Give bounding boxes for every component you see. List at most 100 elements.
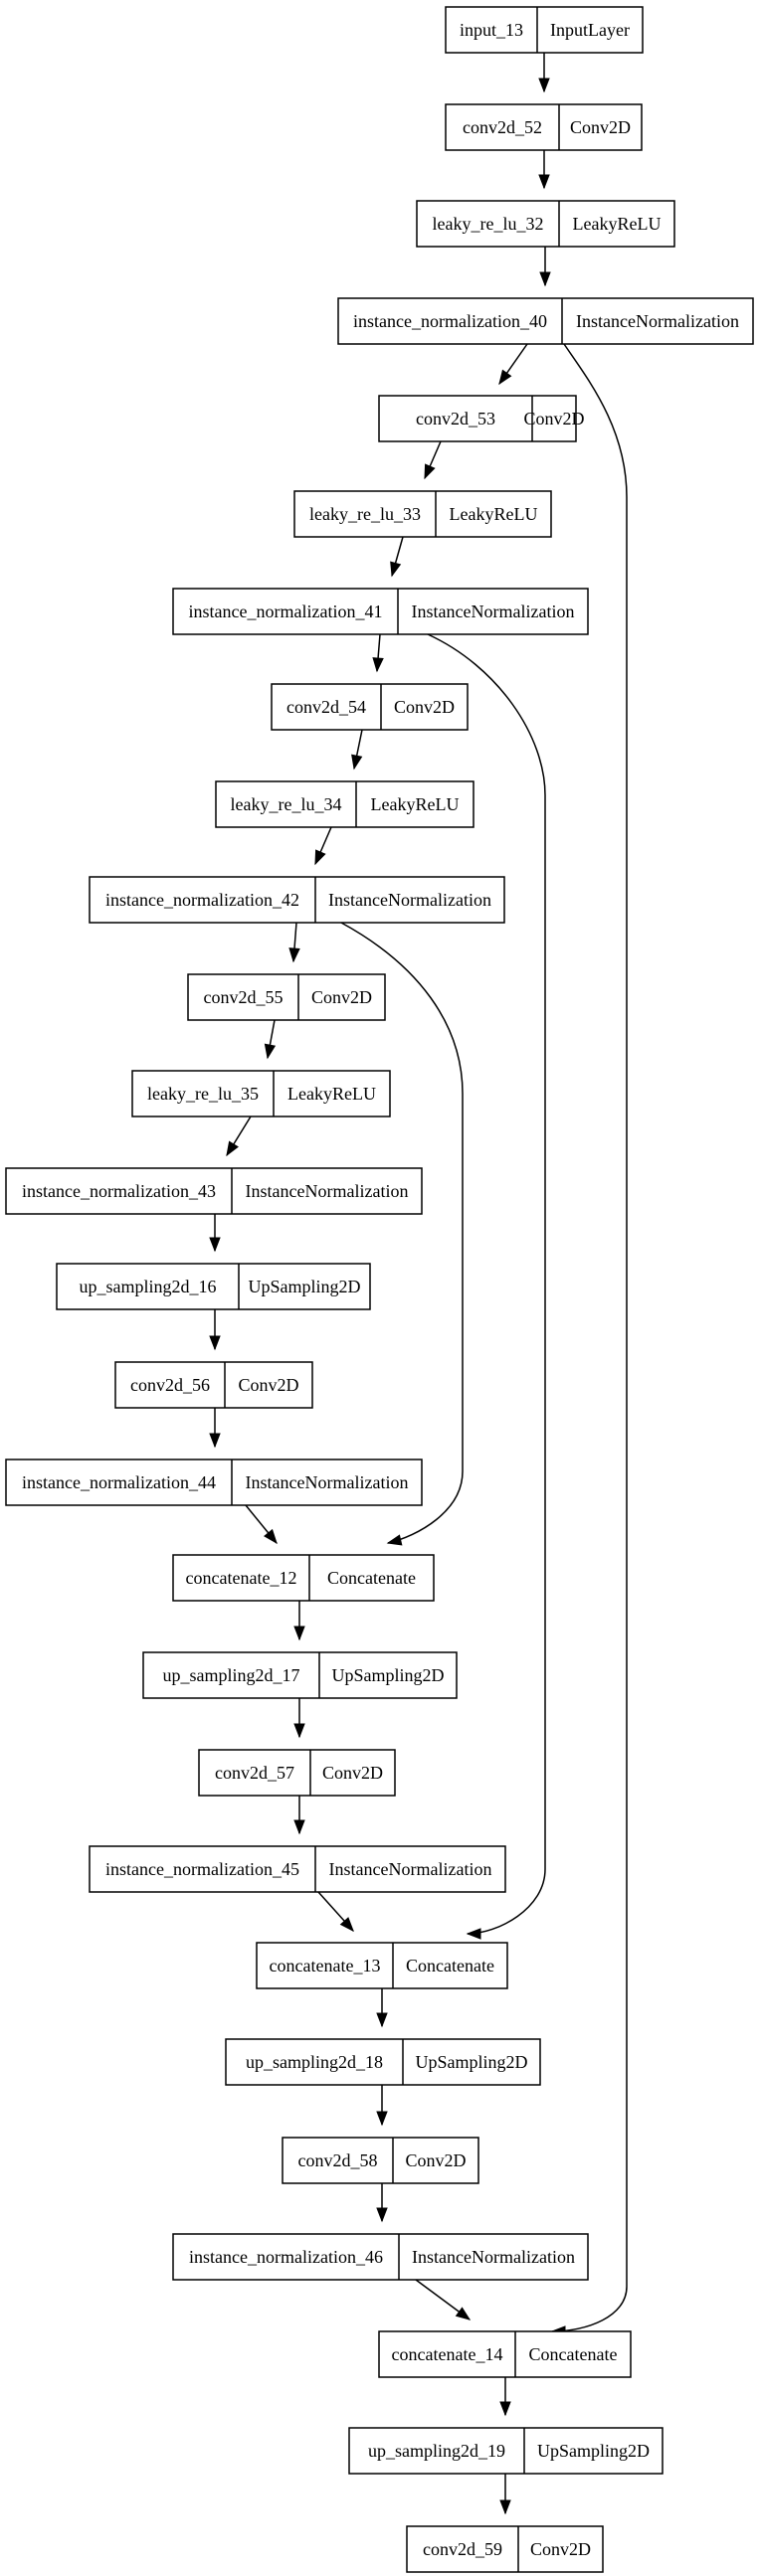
layer-name-label: concatenate_12 [186,1568,297,1588]
arrowhead-icon [498,369,512,386]
node-concatenate_12: concatenate_12 Concatenate [172,1554,435,1602]
layer-name-label: input_13 [460,20,523,40]
node-up_sampling2d_19: up_sampling2d_19 UpSampling2D [348,2427,664,2475]
layer-name-label: instance_normalization_41 [189,601,383,621]
node-conv2d_57: conv2d_57 Conv2D [198,1749,396,1797]
layer-name-label: conv2d_57 [215,1763,294,1783]
arrowhead-icon [538,174,550,190]
edge-instance_normalization_42-to-conv2d_55 [288,922,300,963]
layer-name-label: conv2d_52 [463,117,542,137]
layer-name-label: concatenate_13 [270,1956,381,1975]
layer-type-label: Conv2D [322,1763,383,1783]
layer-type-label: Conv2D [311,987,372,1007]
arrowhead-icon [499,2401,511,2417]
edge-instance_normalization_44-to-concatenate_12 [245,1504,278,1545]
node-box [56,1263,371,1310]
arrowhead-icon [339,1917,354,1933]
edge-instance_normalization_41-to-conv2d_54 [372,633,384,673]
edge-conv2d_58-to-instance_normalization_46 [376,2183,388,2223]
arrowhead-icon [539,271,551,287]
node-box [172,588,589,635]
arrowhead-icon [386,1534,403,1546]
layer-name-label: conv2d_55 [204,987,284,1007]
edge-line [340,922,464,1544]
arrowhead-icon [293,1819,305,1835]
layer-name-label: conv2d_58 [298,2150,378,2170]
layer-name-label: conv2d_54 [286,697,366,717]
layer-name-label: leaky_re_lu_32 [433,214,544,234]
edge-leaky_re_lu_34-to-instance_normalization_42 [314,826,332,866]
layer-name-label: instance_normalization_44 [22,1472,216,1492]
node-box [198,1749,396,1797]
edges-layer [209,53,628,2515]
edge-instance_normalization_42-to-concatenate_12 [340,922,464,1546]
layer-type-label: Conv2D [523,409,584,429]
node-input_13: input_13 InputLayer [445,6,644,54]
layer-type-label: Concatenate [529,2344,618,2364]
arrowhead-icon [372,657,384,673]
edge-concatenate_13-to-up_sampling2d_18 [376,1988,388,2028]
node-box [187,973,386,1021]
arrowhead-icon [424,463,436,480]
edge-up_sampling2d_16-to-conv2d_56 [209,1309,221,1351]
edge-input_13-to-conv2d_52 [538,53,550,93]
layer-name-label: up_sampling2d_18 [246,2052,383,2072]
layer-name-label: instance_normalization_45 [105,1859,299,1879]
layer-name-label: instance_normalization_42 [105,890,299,910]
node-instance_normalization_46: instance_normalization_46 InstanceNormali… [172,2233,589,2281]
layer-name-label: instance_normalization_46 [189,2247,383,2267]
edge-up_sampling2d_18-to-conv2d_58 [376,2085,388,2127]
node-box [5,1459,423,1506]
layer-type-label: Concatenate [327,1568,416,1588]
layer-name-label: up_sampling2d_16 [80,1277,217,1296]
layer-name-label: up_sampling2d_19 [368,2441,505,2461]
layer-name-label: conv2d_59 [423,2539,502,2559]
edge-instance_normalization_41-to-concatenate_13 [427,633,546,1940]
layer-type-label: InstanceNormalization [576,311,739,331]
node-box [225,2038,541,2086]
layer-name-label: instance_normalization_43 [22,1181,216,1201]
edge-conv2d_54-to-leaky_re_lu_34 [351,729,363,771]
edge-leaky_re_lu_35-to-instance_normalization_43 [226,1116,252,1157]
layer-type-label: InstanceNormalization [246,1472,409,1492]
node-box [416,200,675,248]
node-box [378,395,577,442]
edge-instance_normalization_40-to-concatenate_14 [550,343,628,2337]
node-up_sampling2d_18: up_sampling2d_18 UpSampling2D [225,2038,541,2086]
arrowhead-icon [499,2499,511,2515]
arrowhead-icon [538,78,550,93]
layer-type-label: Conv2D [570,117,631,137]
arrowhead-icon [264,1528,278,1545]
arrowhead-icon [455,2307,472,2320]
edge-instance_normalization_46-to-concatenate_14 [415,2279,472,2320]
node-box [271,683,469,731]
layer-name-label: conv2d_56 [130,1375,210,1395]
layer-type-label: InstanceNormalization [412,601,575,621]
layer-type-label: InstanceNormalization [412,2247,575,2267]
node-box [89,1845,506,1893]
layer-type-label: InputLayer [550,20,630,40]
layer-type-label: UpSampling2D [415,2052,527,2072]
node-box [282,2137,479,2184]
node-instance_normalization_44: instance_normalization_44 InstanceNormali… [5,1459,423,1506]
layer-name-label: leaky_re_lu_34 [231,794,342,814]
node-conv2d_52: conv2d_52 Conv2D [445,103,643,151]
edge-up_sampling2d_19-to-conv2d_59 [499,2474,511,2515]
node-box [378,2330,632,2378]
arrowhead-icon [466,1928,481,1940]
edge-concatenate_14-to-up_sampling2d_19 [499,2377,511,2417]
layer-name-label: instance_normalization_40 [353,311,547,331]
layer-type-label: InstanceNormalization [329,1859,492,1879]
arrowhead-icon [376,2111,388,2127]
layer-type-label: UpSampling2D [537,2441,650,2461]
